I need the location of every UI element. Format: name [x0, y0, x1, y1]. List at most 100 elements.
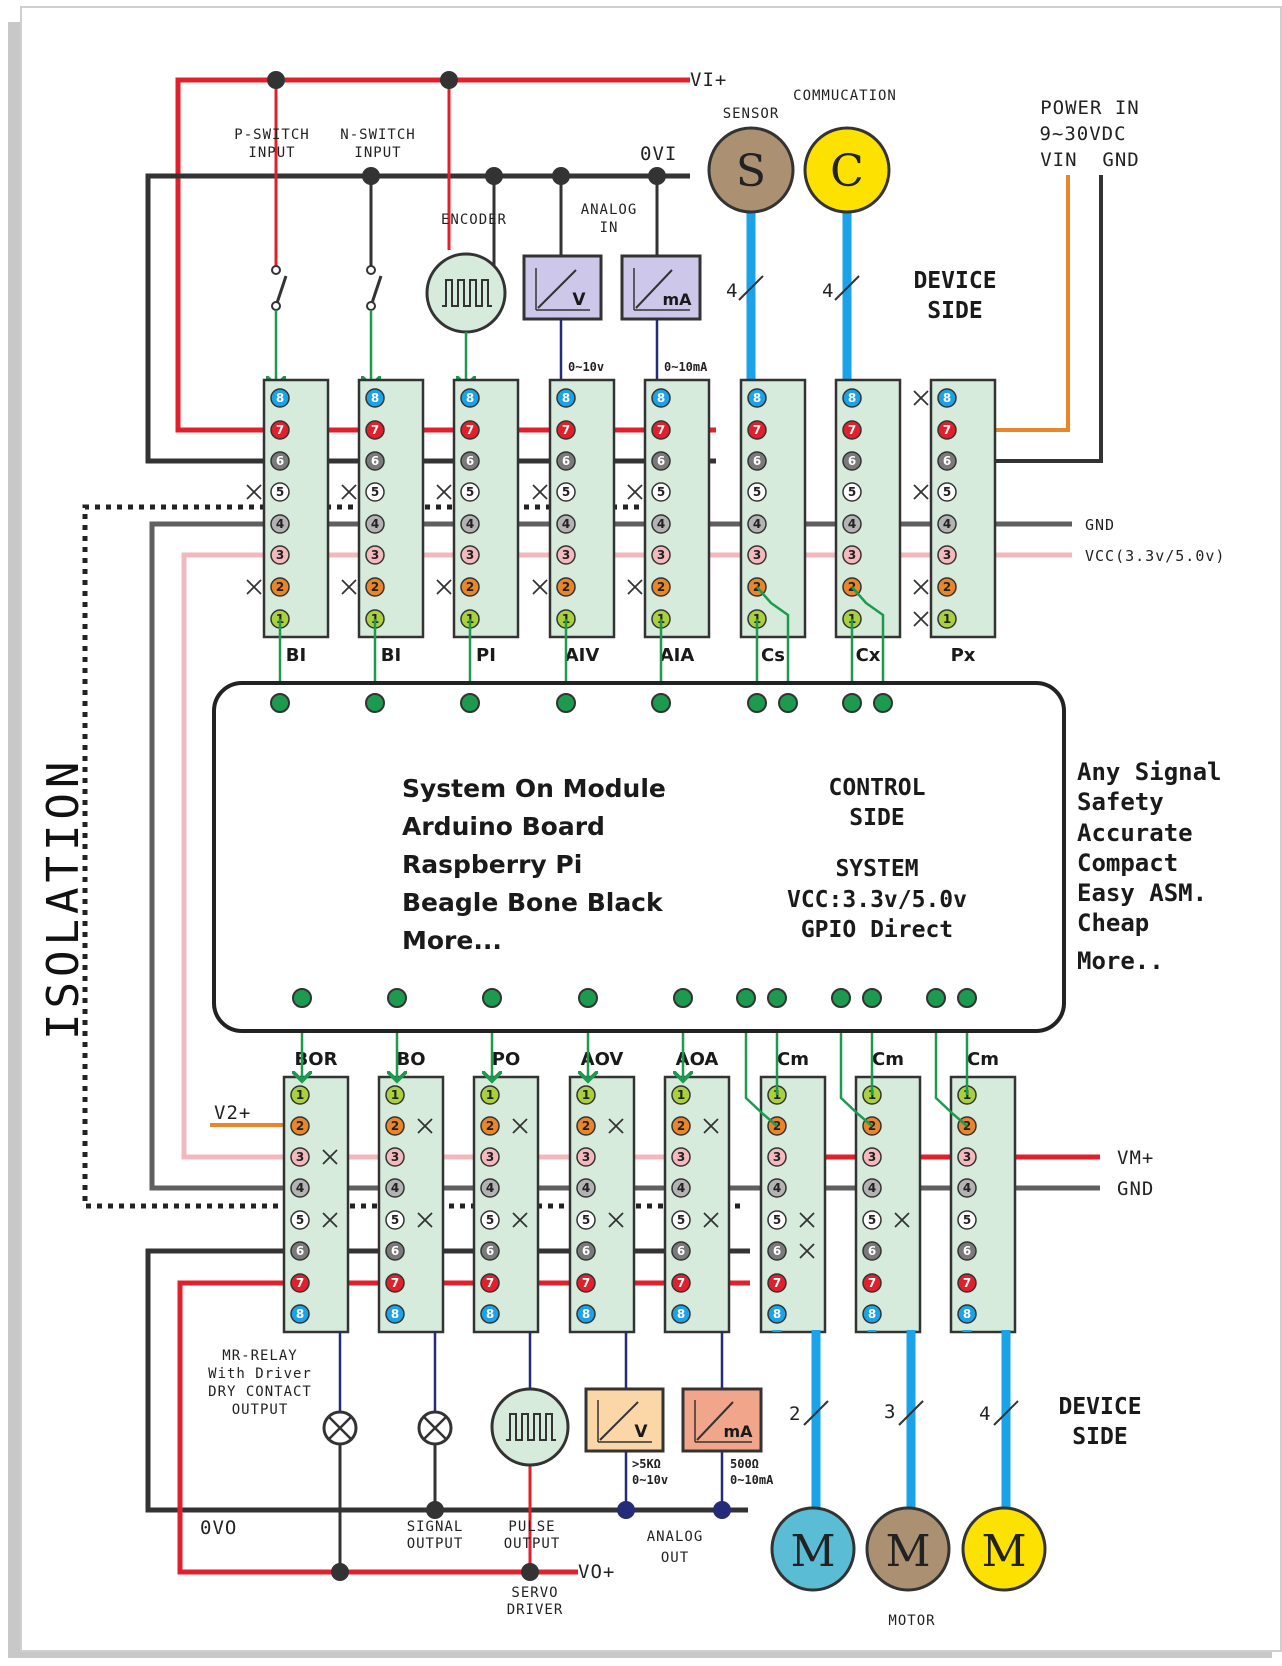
device-side-top-1: DEVICE — [913, 268, 996, 294]
analog-in-v-range: 0~10v — [568, 360, 604, 374]
system-label: SYSTEM — [835, 856, 918, 882]
pin-4: 4 — [957, 1178, 977, 1198]
vo-plus-rail — [177, 1280, 750, 1575]
power-in-label-2: 9~30VDC — [1039, 123, 1126, 145]
pin-2: 2 — [290, 1116, 310, 1136]
feature-list: Any Signal Safety Accurate Compact Easy … — [1077, 758, 1222, 975]
pin-8: 8 — [385, 1304, 405, 1324]
analog-out-v-letter: V — [634, 1422, 648, 1442]
pin-number: 8 — [486, 1307, 494, 1321]
pin-number: 8 — [848, 391, 856, 405]
communication-icon — [803, 126, 891, 214]
top-module-5: 12345678AIA — [627, 378, 711, 703]
module-label: BOR — [295, 1049, 338, 1070]
top-input-devices: P-SWITCH INPUT N-SWITCH INPUT ENCODER V … — [234, 69, 1225, 565]
pin-3: 3 — [937, 545, 957, 565]
pin-number: 7 — [848, 423, 856, 437]
pin-2: 2 — [270, 577, 290, 597]
pin-1: 1 — [290, 1085, 310, 1105]
pin-number: 2 — [657, 580, 665, 594]
pin-7: 7 — [480, 1273, 500, 1293]
servo-driver-label-2: DRIVER — [507, 1602, 564, 1618]
pin-number: 8 — [943, 391, 951, 405]
analog-out-label-2: OUT — [661, 1550, 689, 1566]
pin-6: 6 — [651, 451, 671, 471]
pin-number: 3 — [657, 548, 665, 562]
module-label: AOV — [581, 1049, 624, 1070]
pin-number: 5 — [943, 485, 951, 499]
analog-in-ma-box — [620, 254, 702, 321]
pin-7: 7 — [671, 1273, 691, 1293]
pin-number: 1 — [486, 1088, 494, 1102]
sensor-label: SENSOR — [723, 106, 780, 122]
feature-1: Any Signal — [1077, 758, 1222, 786]
pin-8: 8 — [365, 388, 385, 408]
pin-number: 4 — [753, 517, 761, 531]
top-module-3: 12345678PI — [436, 378, 520, 703]
module-label: BI — [381, 645, 401, 666]
pin-6: 6 — [842, 451, 862, 471]
pin-number: 5 — [562, 485, 570, 499]
signal-output-label-2: OUTPUT — [407, 1536, 464, 1552]
pin-5: 5 — [937, 482, 957, 502]
pin-number: 3 — [868, 1150, 876, 1164]
module-label: Cm — [967, 1049, 999, 1070]
pin-8: 8 — [480, 1304, 500, 1324]
pin-7: 7 — [842, 420, 862, 440]
sensor-letter: S — [736, 146, 766, 197]
n-switch-label-2: INPUT — [354, 145, 401, 161]
pin-number: 7 — [753, 423, 761, 437]
pin-number: 2 — [943, 580, 951, 594]
zero-vo-label: 0VO — [200, 1517, 237, 1539]
pin-number: 1 — [943, 612, 951, 626]
pin-3: 3 — [556, 545, 576, 565]
pin-4: 4 — [270, 514, 290, 534]
vcc-top-label: VCC(3.3v/5.0v) — [1085, 547, 1225, 565]
board-item-3: Raspberry Pi — [402, 850, 582, 879]
isolation-label: ISOLATION — [38, 757, 89, 1040]
pin-1: 1 — [576, 1085, 596, 1105]
pin-number: 7 — [371, 423, 379, 437]
pin-number: 2 — [562, 580, 570, 594]
analog-in-label-2: IN — [600, 220, 619, 236]
pin-number: 2 — [391, 1119, 399, 1133]
pin-3: 3 — [747, 545, 767, 565]
pin-number: 6 — [753, 454, 761, 468]
pin-7: 7 — [937, 420, 957, 440]
analog-in-ma-letter: mA — [662, 290, 692, 309]
pin-number: 8 — [677, 1307, 685, 1321]
pin-5: 5 — [957, 1210, 977, 1230]
pin-2: 2 — [385, 1116, 405, 1136]
pin-number: 6 — [562, 454, 570, 468]
pin-6: 6 — [270, 451, 290, 471]
encoder-icon — [425, 252, 507, 334]
pin-4: 4 — [937, 514, 957, 534]
pin-4: 4 — [842, 514, 862, 534]
pin-8: 8 — [767, 1304, 787, 1324]
isolation-border — [82, 504, 740, 1209]
pin-number: 7 — [963, 1276, 971, 1290]
pin-number: 2 — [296, 1119, 304, 1133]
pin-7: 7 — [767, 1273, 787, 1293]
comm-letter: C — [830, 146, 864, 197]
module-label: BI — [286, 645, 306, 666]
pin-6: 6 — [290, 1241, 310, 1261]
v2-plus-label: V2+ — [214, 1102, 251, 1124]
feature-6: Cheap — [1077, 909, 1149, 937]
pin-8: 8 — [862, 1304, 882, 1324]
pin-number: 8 — [276, 391, 284, 405]
pin-number: 5 — [391, 1213, 399, 1227]
module-label: BO — [396, 1049, 425, 1070]
pin-2: 2 — [671, 1116, 691, 1136]
motor-bus-count-3: 4 — [979, 1403, 991, 1425]
pulse-output-label-2: OUTPUT — [504, 1536, 561, 1552]
pin-number: 7 — [773, 1276, 781, 1290]
pin-number: 6 — [773, 1244, 781, 1258]
pin-number: 2 — [276, 580, 284, 594]
pin-number: 8 — [582, 1307, 590, 1321]
module-label: PI — [476, 645, 496, 666]
pin-8: 8 — [556, 388, 576, 408]
zero-vi-rail — [145, 173, 716, 464]
pin-number: 5 — [582, 1213, 590, 1227]
feature-4: Compact — [1077, 849, 1178, 877]
